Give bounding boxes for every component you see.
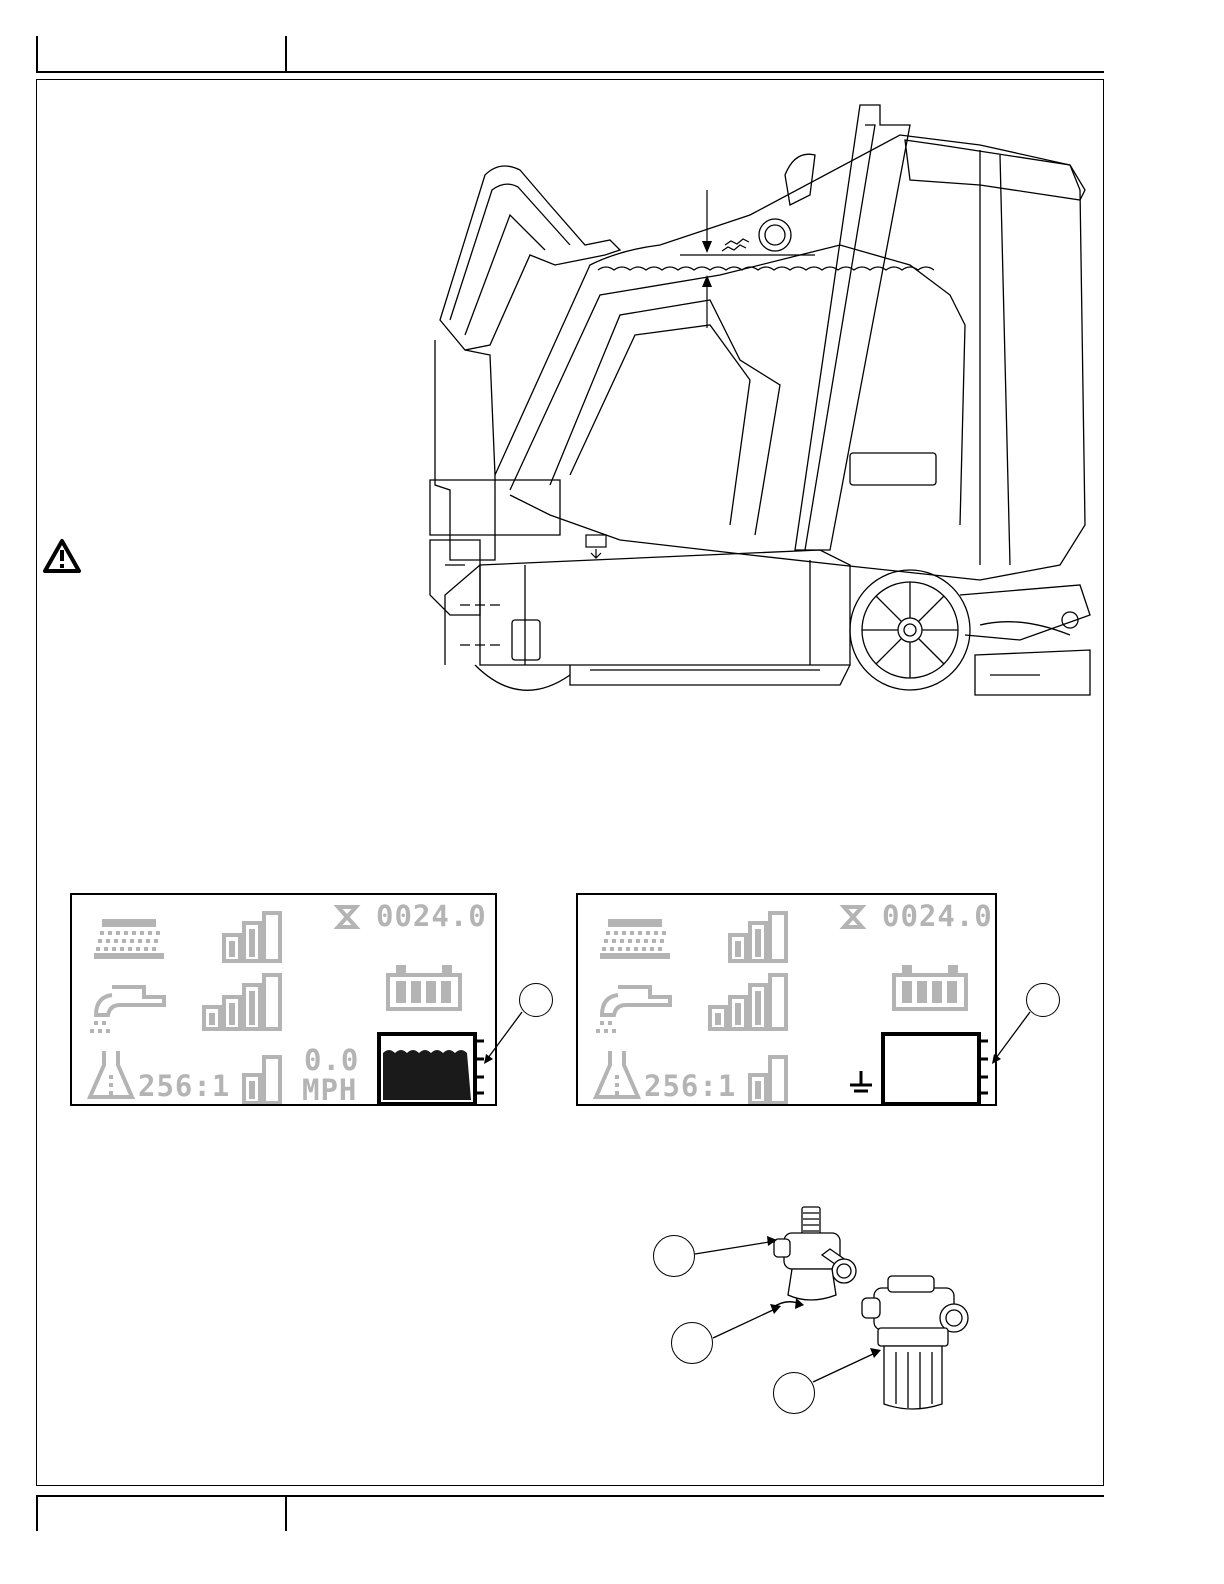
water-faucet-icon	[86, 977, 168, 1037]
ground-symbol-icon	[848, 1069, 874, 1097]
footer-divider-mid	[285, 1495, 287, 1531]
water-faucet-icon	[592, 977, 674, 1037]
hour-meter: 0024.0	[882, 899, 993, 933]
water-level-bars	[202, 973, 284, 1031]
brush-level-bars	[222, 911, 284, 963]
hourglass-icon	[336, 905, 358, 929]
callout-leader-lcd-empty	[988, 1010, 1048, 1070]
detergent-level-bar	[748, 1055, 792, 1105]
battery-icon	[386, 965, 462, 1011]
speed-value: 0.0	[304, 1043, 359, 1077]
brush-deck-icon	[600, 917, 670, 961]
warning-triangle-icon	[42, 538, 82, 574]
lcd-display-tank-empty: 0024.0 256:1	[576, 893, 997, 1106]
brush-level-bars	[728, 911, 790, 963]
header-divider	[36, 36, 38, 72]
recovery-tank-empty-icon	[880, 1031, 997, 1106]
detergent-icon	[86, 1049, 136, 1101]
dilution-ratio: 256:1	[138, 1069, 230, 1103]
hour-meter: 0024.0	[376, 899, 487, 933]
brush-deck-icon	[94, 917, 164, 961]
header-rule	[36, 71, 1104, 73]
callout-circle-rotate	[671, 1322, 713, 1364]
callout-leader-valve	[693, 1234, 783, 1264]
battery-icon	[892, 965, 968, 1011]
speed-unit: MPH	[302, 1073, 357, 1106]
callout-leader-rotate	[711, 1298, 791, 1348]
callout-leader-bowl	[811, 1342, 891, 1392]
hourglass-icon	[842, 905, 864, 929]
recovery-tank-full-icon	[376, 1031, 494, 1106]
dilution-ratio: 256:1	[644, 1069, 736, 1103]
callout-circle-valve	[653, 1235, 695, 1277]
machine-side-view-illustration	[420, 95, 1100, 705]
callout-circle-bowl	[773, 1372, 815, 1414]
lcd-display-tank-full: 0024.0 256:1 0.0 MPH	[70, 893, 497, 1106]
header-divider-mid	[285, 36, 287, 72]
detergent-icon	[592, 1049, 642, 1101]
water-level-bars	[708, 973, 790, 1031]
callout-leader-lcd-full	[480, 1010, 540, 1070]
footer-divider	[36, 1495, 38, 1531]
footer-rule	[36, 1495, 1104, 1497]
detergent-level-bar	[242, 1055, 286, 1105]
